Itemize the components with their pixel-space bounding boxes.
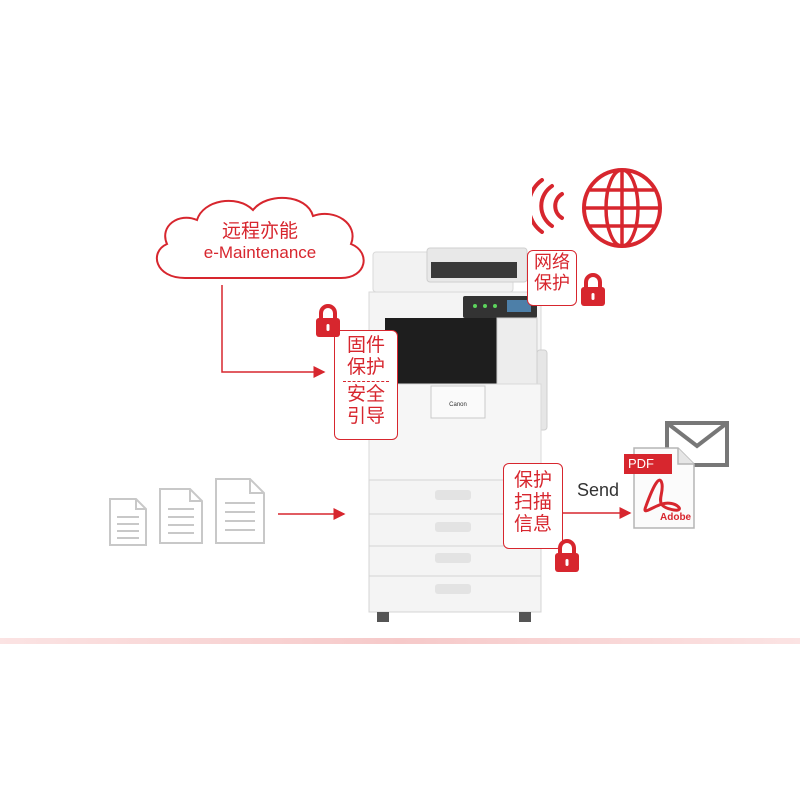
document-icon	[109, 498, 147, 546]
pdf-file-icon	[624, 447, 695, 529]
scan-line-3: 信息	[513, 512, 552, 535]
cloud-icon	[156, 197, 365, 279]
bottom-band	[0, 638, 800, 644]
document-icon	[215, 478, 265, 544]
firmware-line-3: 安全	[346, 382, 385, 405]
lock-icon	[316, 304, 340, 337]
pdf-badge: PDF	[628, 456, 654, 471]
firmware-divider	[343, 380, 389, 382]
printer-brand: Canon	[449, 402, 467, 408]
document-icon	[159, 488, 203, 544]
globe-icon	[582, 168, 662, 248]
send-label: Send	[577, 480, 620, 500]
firmware-line-1: 固件	[346, 334, 385, 356]
scan-protection-box: 保护 扫描 信息	[503, 463, 563, 549]
cloud-line-1: 远程亦能	[221, 220, 298, 242]
lock-icon	[581, 273, 605, 306]
network-line-1: 网络	[534, 252, 570, 273]
mail-icon	[665, 421, 729, 467]
cloud-text: 远程亦能 e-Maintenance	[165, 220, 355, 264]
firmware-protection-box: 固件 保护 安全 引导	[334, 330, 398, 440]
network-line-2: 保护	[534, 272, 570, 294]
cloud-line-2: e-Maintenance	[203, 243, 317, 262]
firmware-line-4: 引导	[346, 404, 385, 427]
scan-line-2: 扫描	[513, 490, 552, 513]
scan-line-1: 保护	[513, 469, 552, 491]
firmware-line-2: 保护	[346, 355, 385, 378]
lock-icon	[555, 539, 579, 572]
network-protection-box: 网络 保护	[527, 250, 577, 306]
pdf-brand: Adobe	[660, 512, 692, 523]
cloud-connector-arrow	[221, 285, 326, 378]
wifi-signal-icon	[532, 178, 564, 234]
